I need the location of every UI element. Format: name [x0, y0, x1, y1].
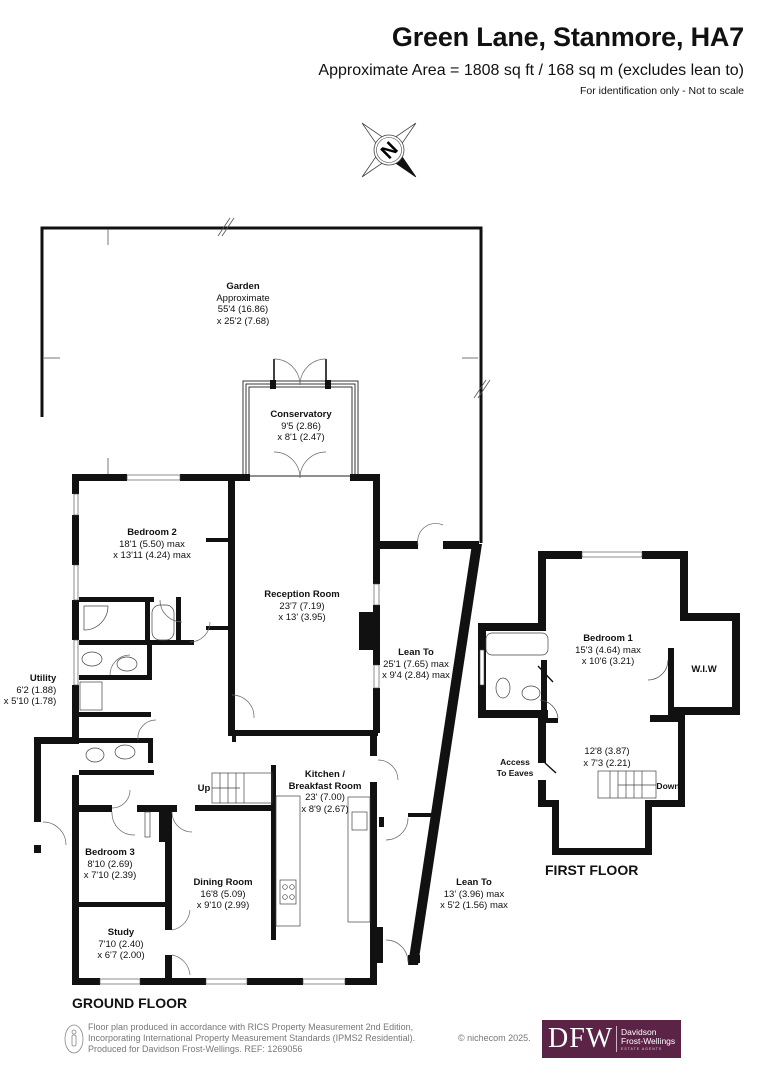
room-label-kitchen: Kitchen / Breakfast Room 23' (7.00) x 8'… [288, 769, 362, 815]
ground-floor-walls [34, 474, 482, 985]
logo-divider [616, 1026, 617, 1052]
first-floor-label: FIRST FLOOR [545, 862, 639, 878]
room-label-bedroom-2: Bedroom 2 18'1 (5.50) max x 13'11 (4.24)… [113, 527, 191, 561]
copyright: © nichecom 2025. [458, 1033, 531, 1043]
room-label-conservatory: Conservatory 9'5 (2.86) x 8'1 (2.47) [270, 409, 332, 443]
stairs-up-label: Up [197, 783, 211, 794]
room-label-bedroom-3: Bedroom 3 8'10 (2.69) x 7'10 (2.39) [83, 847, 137, 881]
room-label-study: Study 7'10 (2.40) x 6'7 (2.00) [97, 927, 145, 961]
room-label-dining-room: Dining Room 16'8 (5.09) x 9'10 (2.99) [193, 877, 253, 911]
garden-boundary [40, 226, 483, 543]
room-label-utility: Utility 6'2 (1.88) x 5'10 (1.78) [3, 673, 57, 707]
agent-logo: DFW Davidson Frost-Wellings ESTATE AGENT… [542, 1020, 681, 1058]
room-label-reception-room: Reception Room 23'7 (7.19) x 13' (3.95) [264, 589, 340, 623]
access-to-eaves-label: Access To Eaves [496, 757, 534, 778]
logo-monogram: DFW [548, 1023, 614, 1054]
windows [73, 474, 380, 985]
person-scale-icon [64, 1024, 84, 1054]
disclaimer: For identification only - Not to scale [580, 85, 744, 97]
kitchen-units [79, 681, 371, 927]
property-title: Green Lane, Stanmore, HA7 [391, 22, 744, 52]
logo-name-1: Davidson [621, 1026, 657, 1037]
room-label-lean-to-2: Lean To 13' (3.96) max x 5'2 (1.56) max [440, 877, 508, 911]
room-label-bedroom-1: Bedroom 1 15'3 (4.64) max x 10'6 (3.21) [575, 633, 641, 667]
logo-tagline: ESTATE AGENTS [621, 1046, 663, 1051]
footer-note: Floor plan produced in accordance with R… [88, 1022, 416, 1054]
room-label-garden: Garden Approximate 55'4 (16.86) x 25'2 (… [216, 281, 270, 327]
logo-name-2: Frost-Wellings [621, 1036, 676, 1046]
approximate-area: Approximate Area = 1808 sq ft / 168 sq m… [318, 62, 744, 79]
north-compass-icon [361, 122, 417, 178]
stairs-up [211, 772, 273, 804]
ground-floor-label: GROUND FLOOR [72, 995, 188, 1011]
room-label-wiw: W.I.W [691, 664, 717, 675]
first-floor-walls [478, 551, 740, 855]
sanitary-fixtures [81, 604, 175, 763]
door-swings [42, 523, 444, 976]
room-label-landing: 12'8 (3.87) x 7'3 (2.21) [583, 746, 631, 769]
stairs-down-label: Down [656, 781, 680, 791]
room-label-lean-to: Lean To 25'1 (7.65) max x 9'4 (2.84) max [382, 647, 450, 681]
